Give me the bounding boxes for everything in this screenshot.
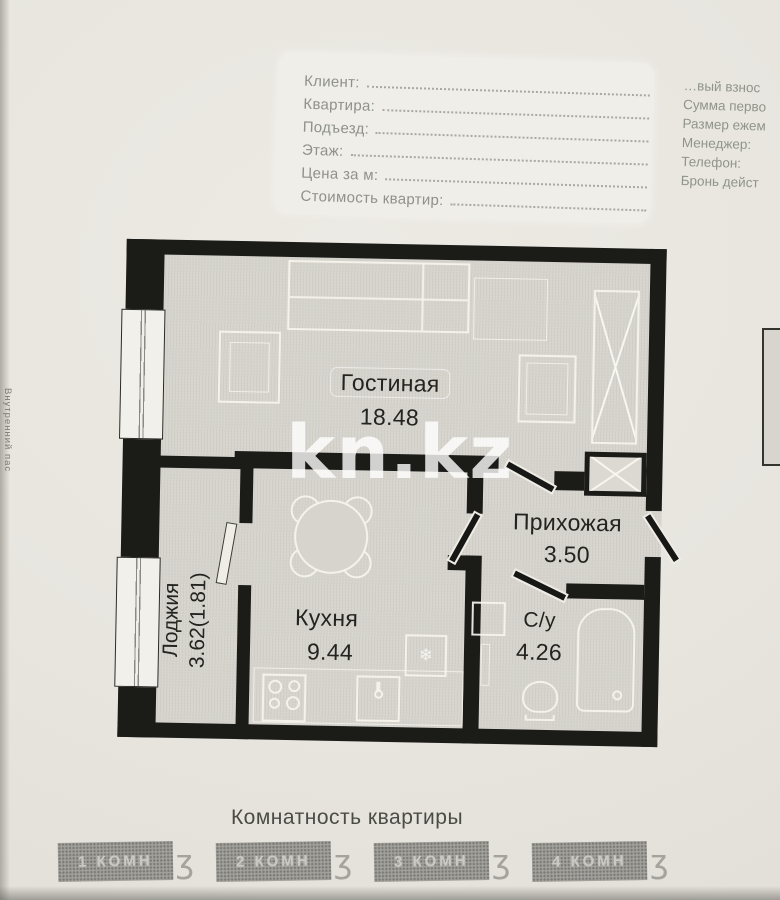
badge-ornament-icon: ʒ [175, 842, 195, 881]
window-living [119, 308, 166, 440]
furniture-tv-inner [525, 362, 569, 416]
side-note: Внутренний пас [2, 388, 13, 473]
form-label: Этаж: [301, 141, 344, 160]
room-label-kitchen: Кухня [294, 604, 359, 632]
furniture-armchair-seat [228, 341, 270, 393]
toilet [521, 680, 559, 714]
loggia-area: 3.62(1.81) [185, 572, 211, 669]
sink-faucet-stem [376, 681, 381, 692]
client-form: Клиент: Квартира: Подъезд: Этаж: Цена за… [274, 51, 663, 224]
window-loggia [114, 556, 161, 688]
form-fill-line [450, 191, 647, 212]
room-label-hallway: Прихожая [512, 508, 623, 537]
badge-group: 3 КОМН ʒ [373, 841, 511, 882]
room-count-badge-4: 4 КОМН [532, 841, 648, 882]
photo-shadow-left [0, 0, 10, 900]
badge-ornament-icon: ʒ [491, 842, 511, 881]
right-column: …вый взнос Сумма перво Размер ежем Менед… [680, 76, 780, 194]
wall-hall-top [554, 471, 587, 491]
furniture-wardrobe [591, 289, 640, 445]
form-label: Квартира: [303, 95, 376, 115]
room-count-badge-2: 2 КОМН [215, 841, 332, 882]
room-count-row: 1 КОМН ʒ 2 КОМН ʒ 3 КОМН ʒ 4 КОМН ʒ [57, 841, 691, 882]
room-label-bathroom: С/у [523, 608, 557, 633]
badge-ornament-icon: ʒ [333, 842, 353, 881]
room-count-badge-3: 3 КОМН [373, 841, 490, 882]
loggia-name: Лоджия [158, 582, 184, 658]
photo-shadow-bottom [0, 886, 780, 900]
footer-title: Комнатность квартиры [230, 806, 464, 829]
room-area-hallway: 3.50 [543, 540, 591, 568]
badge-group: 1 КОМН ʒ [57, 841, 195, 882]
badge-group: 4 КОМН ʒ [532, 841, 669, 882]
room-label-living: Гостиная [305, 366, 475, 400]
wall-loggia-right-upper [239, 457, 254, 524]
form-label: Подъезд: [302, 118, 370, 138]
room-label-loggia: Лоджия 3.62(1.81) [156, 532, 217, 709]
badge-group: 2 КОМН ʒ [215, 841, 353, 882]
toilet-base [524, 714, 555, 722]
kitchen-stove [261, 673, 307, 723]
wall-bath-top [566, 583, 645, 600]
wall-loggia-top [156, 455, 254, 470]
furniture-desk [472, 277, 549, 341]
right-column-line: Бронь дейст [680, 172, 759, 191]
shaft-box [584, 451, 647, 497]
watermark: kn.kz [286, 410, 514, 496]
badge-ornament-icon: ʒ [650, 842, 669, 881]
snowflake-icon: ❄ [418, 645, 434, 666]
room-area-bathroom: 4.26 [515, 638, 563, 666]
form-label: Клиент: [303, 72, 361, 92]
form-label: Цена за м: [300, 164, 379, 185]
room-count-badge-1: 1 КОМН [57, 841, 174, 882]
edge-fragment [762, 328, 780, 466]
room-area-kitchen: 9.44 [306, 638, 354, 666]
